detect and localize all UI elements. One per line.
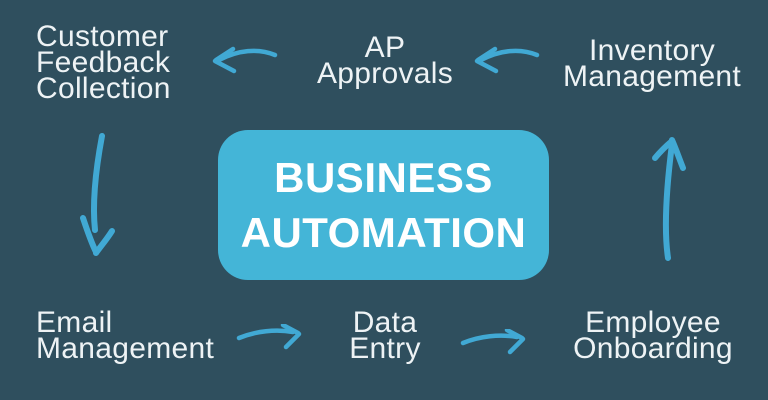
node-label-line: Management — [562, 60, 742, 93]
node-label-line: Inventory — [588, 34, 716, 67]
center-title-line-2: AUTOMATION — [240, 209, 527, 256]
node-inventory-management: Inventory Management — [562, 34, 742, 93]
arrow-left-icon — [474, 46, 540, 74]
node-email-management: Email Management — [36, 306, 215, 365]
arrow-right-icon — [236, 324, 302, 350]
arrow-left-icon — [212, 46, 278, 74]
node-label-line: Data — [352, 306, 418, 339]
center-box-business-automation: BUSINESS AUTOMATION — [218, 130, 549, 280]
arrow-right-icon — [460, 329, 526, 355]
node-employee-onboarding: Employee Onboarding — [573, 306, 733, 365]
node-label-line: Management — [36, 332, 215, 365]
node-label-line: AP — [364, 31, 406, 64]
node-label-line: Entry — [349, 332, 421, 365]
node-label-line: Customer — [36, 20, 169, 53]
node-customer-feedback-collection: Customer Feedback Collection — [36, 20, 171, 105]
node-label-line: Collection — [36, 72, 171, 105]
node-data-entry: Data Entry — [349, 306, 421, 365]
node-label-line: Email — [36, 306, 113, 339]
node-label-line: Feedback — [36, 46, 171, 79]
center-title-line-1: BUSINESS — [274, 154, 493, 201]
arrow-down-icon — [80, 133, 115, 256]
node-label-line: Onboarding — [573, 332, 733, 365]
node-label-line: Employee — [585, 306, 721, 339]
arrow-up-icon — [652, 137, 686, 261]
node-ap-approvals: AP Approvals — [316, 31, 454, 90]
node-label-line: Approvals — [316, 57, 454, 90]
